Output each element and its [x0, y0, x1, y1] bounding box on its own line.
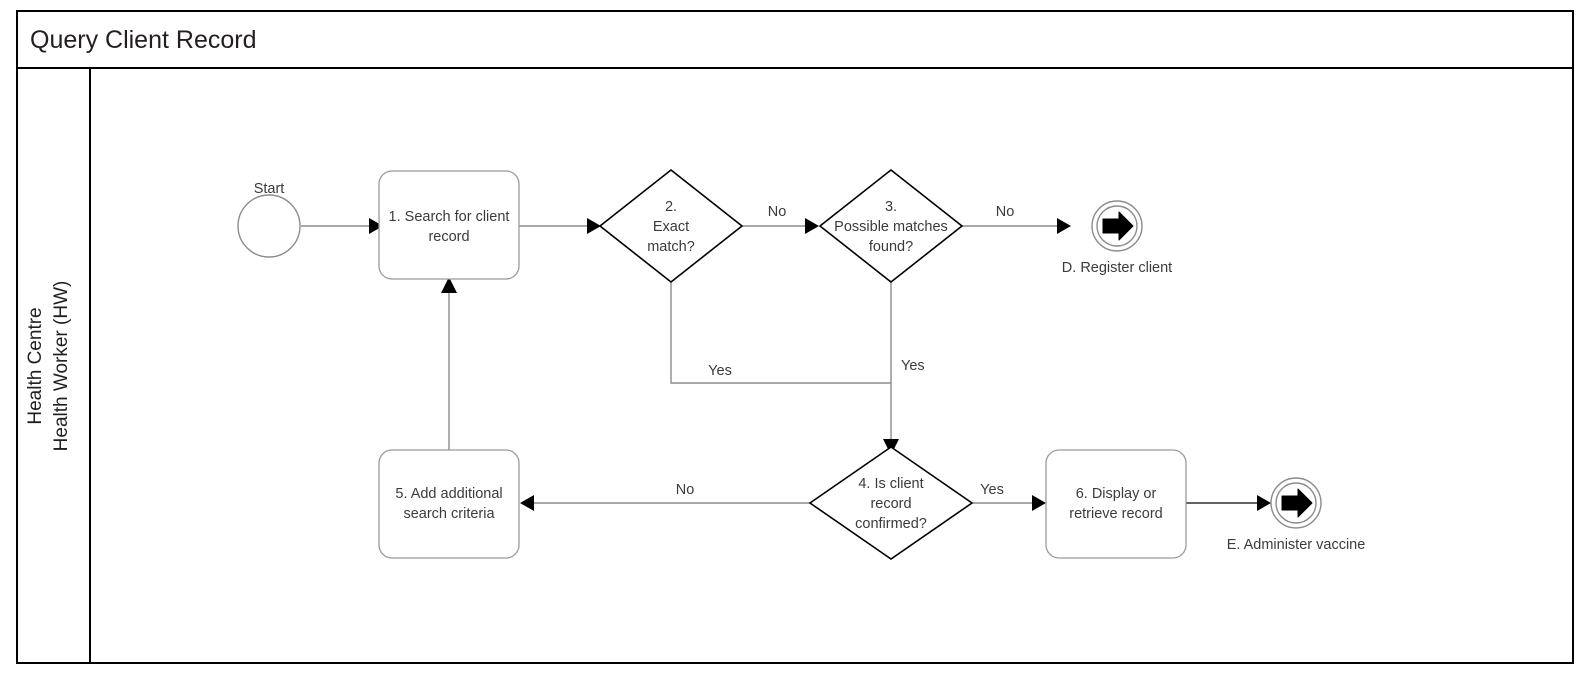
gateway-4-label-line3: confirmed? — [855, 516, 927, 532]
flow-gw4-yes-to-task6: Yes — [972, 482, 1046, 511]
gateway-3-possible-matches-found[interactable]: 3. Possible matches found? — [818, 168, 964, 284]
gateway-4-label-line2: record — [870, 496, 911, 512]
edge-label-gw2-no: No — [768, 204, 787, 220]
event-d-label: D. Register client — [1062, 260, 1172, 276]
gateway-2-label-line3: match? — [647, 239, 695, 255]
task-1-label-line1: 1. Search for client — [389, 209, 510, 225]
flow-task6-to-eventE — [1186, 495, 1271, 511]
start-event-label: Start — [254, 181, 285, 197]
task-1-box[interactable] — [378, 170, 520, 280]
flow-start-to-task1 — [301, 218, 383, 234]
lane-title-line1: Health Centre — [25, 307, 46, 424]
link-event-e-administer-vaccine[interactable]: E. Administer vaccine — [1227, 477, 1366, 553]
start-event[interactable]: Start — [237, 181, 301, 258]
gateway-3-diamond[interactable] — [818, 168, 964, 284]
gateway-3-label-line3: found? — [869, 239, 913, 255]
task-5-box[interactable] — [378, 449, 520, 559]
task-6-label-line2: retrieve record — [1069, 506, 1162, 522]
link-arrow-icon — [1102, 211, 1134, 241]
gateway-4-is-client-record-confirmed[interactable]: 4. Is client record confirmed? — [808, 446, 974, 560]
lane-title-line2: Health Worker (HW) — [51, 281, 72, 452]
task-5-add-additional-search-criteria[interactable]: 5. Add additional search criteria — [378, 449, 520, 559]
task-6-box[interactable] — [1045, 449, 1187, 559]
flow-gw3-no-to-eventD: No — [962, 204, 1071, 234]
task-5-label-line2: search criteria — [403, 506, 495, 522]
lane-header: Health Centre Health Worker (HW) — [25, 281, 72, 452]
task-1-search-for-client-record[interactable]: 1. Search for client record — [378, 170, 520, 280]
gateway-2-exact-match[interactable]: 2. Exact match? — [598, 168, 744, 284]
link-arrow-icon — [1281, 488, 1313, 518]
task-6-label-line1: 6. Display or — [1076, 486, 1157, 502]
gateway-4-diamond[interactable] — [808, 446, 974, 560]
gateway-2-diamond[interactable] — [598, 168, 744, 284]
gateway-3-label-line1: 3. — [885, 199, 897, 215]
edge-label-gw2-yes: Yes — [708, 363, 732, 379]
event-e-label: E. Administer vaccine — [1227, 537, 1366, 553]
flow-gw2-yes-to-gw4: Yes — [670, 282, 891, 384]
gateway-4-label-line1: 4. Is client — [858, 476, 923, 492]
gateway-2-label-line2: Exact — [653, 219, 689, 235]
link-event-d-register-client[interactable]: D. Register client — [1062, 200, 1172, 276]
edge-label-gw3-no: No — [996, 204, 1015, 220]
edge-label-gw4-no: No — [676, 482, 695, 498]
task-1-label-line2: record — [428, 229, 469, 245]
pool-outer-frame — [16, 10, 1574, 664]
edge-label-gw4-yes: Yes — [980, 482, 1004, 498]
gateway-3-label-line2: Possible matches — [834, 219, 948, 235]
flow-task1-to-gw2 — [519, 218, 601, 234]
task-5-label-line1: 5. Add additional — [395, 486, 502, 502]
flow-task5-to-task1 — [441, 277, 457, 450]
task-6-display-or-retrieve-record[interactable]: 6. Display or retrieve record — [1045, 449, 1187, 559]
edge-label-gw3-yes: Yes — [901, 358, 925, 374]
flow-gw4-no-to-task5: No — [520, 482, 810, 511]
gateway-2-label-line1: 2. — [665, 199, 677, 215]
flow-gw2-no-to-gw3: No — [742, 204, 819, 234]
page-title: Query Client Record — [30, 26, 256, 54]
start-event-circle[interactable] — [237, 194, 301, 258]
